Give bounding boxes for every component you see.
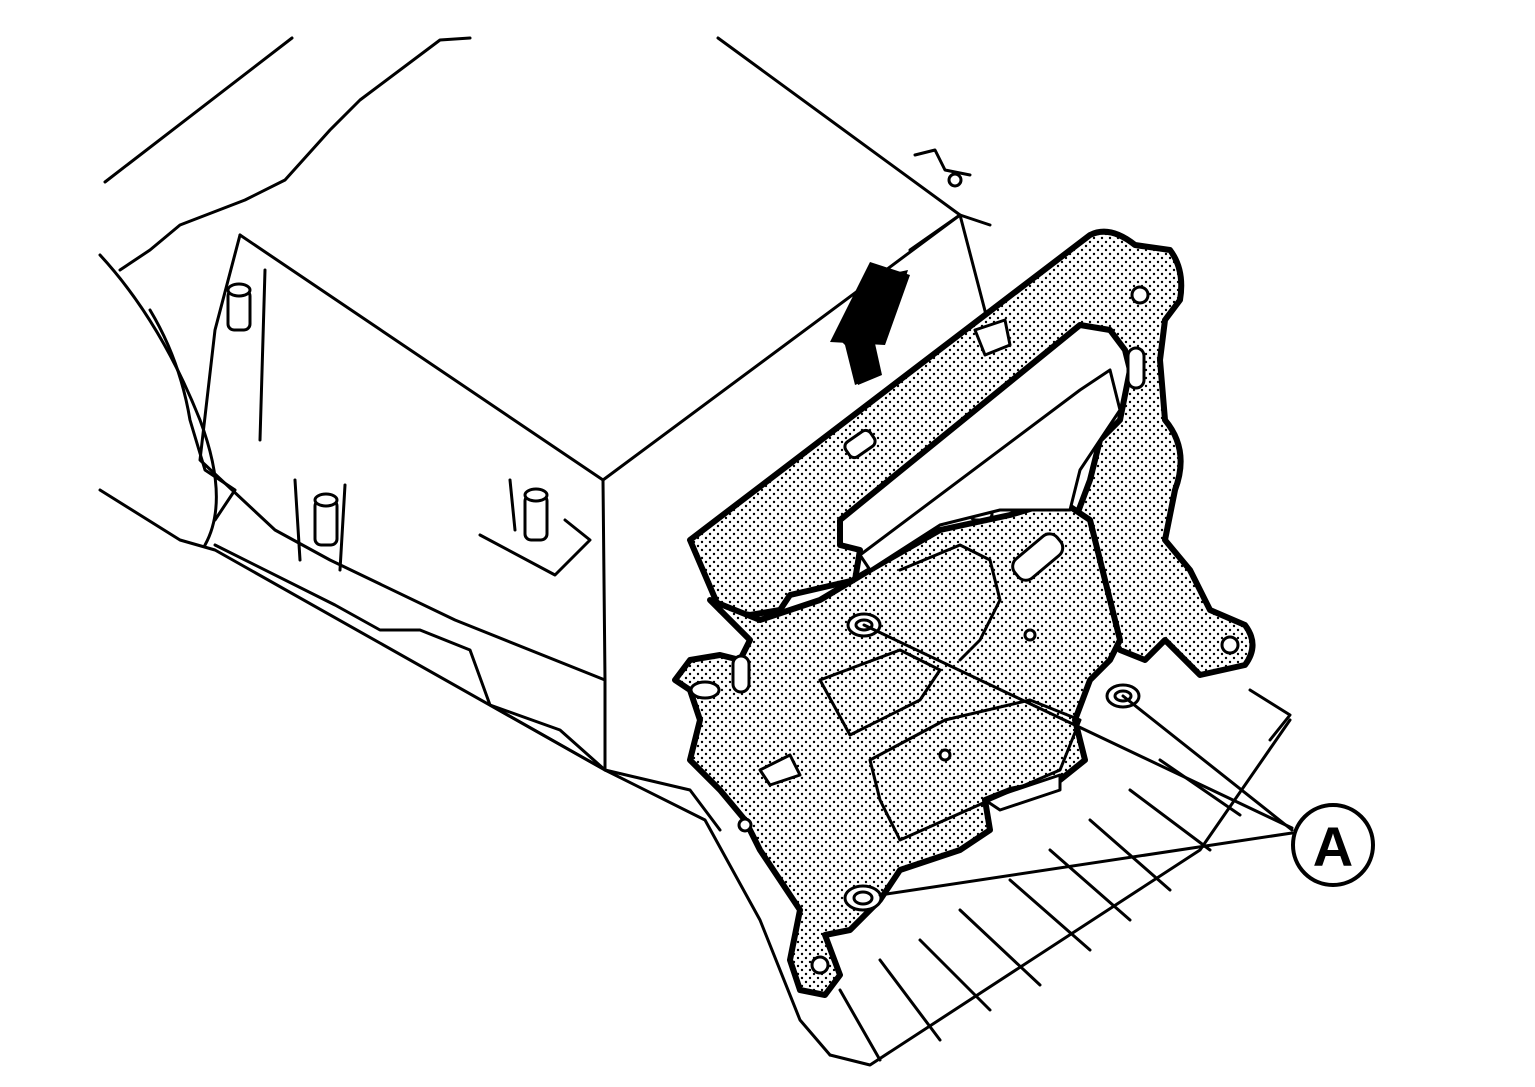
circle-letter-icon [1291, 803, 1375, 887]
tray-ribs [838, 688, 1292, 1062]
up-arrow-icon [830, 262, 910, 385]
callout-a: A [1291, 803, 1375, 887]
bracket [672, 228, 1256, 998]
lid-boss [293, 478, 347, 572]
callout-label: A [1313, 815, 1353, 878]
screw [843, 884, 883, 912]
lid-boss [226, 282, 252, 332]
leader-lines [862, 623, 1294, 897]
lid-boss [478, 478, 592, 577]
console-body [98, 36, 1292, 1067]
